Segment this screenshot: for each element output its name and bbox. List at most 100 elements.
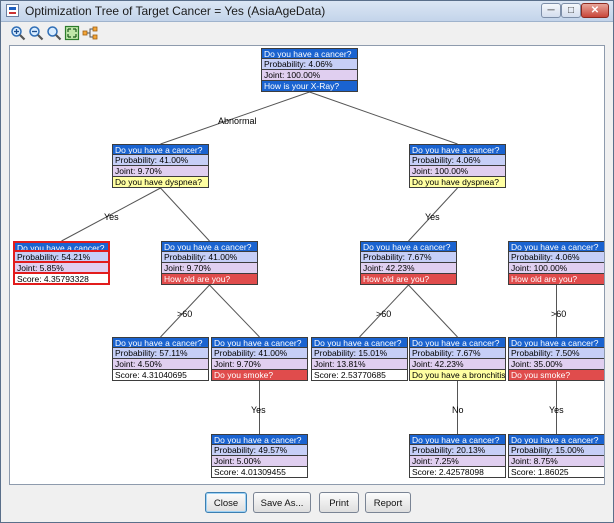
toolbar bbox=[1, 22, 613, 46]
tree-node[interactable]: Do you have a cancer?Probability: 15.00%… bbox=[508, 434, 604, 478]
node-joint: Joint: 5.85% bbox=[13, 263, 110, 274]
node-question: Do you have a cancer? bbox=[409, 144, 506, 155]
node-next-question: Do you have dyspnea? bbox=[112, 177, 209, 188]
tree-node[interactable]: Do you have a cancer?Probability: 41.00%… bbox=[161, 241, 258, 285]
node-next-question: Do you have dyspnea? bbox=[409, 177, 506, 188]
node-joint: Joint: 5.00% bbox=[211, 456, 308, 467]
tree-node[interactable]: Do you have a cancer?Probability: 4.06%J… bbox=[508, 241, 604, 285]
node-question: Do you have a cancer? bbox=[211, 434, 308, 445]
tree-edge bbox=[160, 187, 210, 242]
node-next-question: Do you smoke? bbox=[508, 370, 604, 381]
tree-edge bbox=[209, 284, 260, 338]
node-joint: Joint: 8.75% bbox=[508, 456, 604, 467]
tree-edge bbox=[309, 91, 458, 145]
node-next-question: Score: 4.31040695 bbox=[112, 370, 209, 381]
node-joint: Joint: 35.00% bbox=[508, 359, 604, 370]
node-next-question: How old are you? bbox=[161, 274, 258, 285]
minimize-button[interactable]: ─ bbox=[541, 3, 561, 18]
node-probability: Probability: 41.00% bbox=[161, 252, 258, 263]
node-probability: Probability: 41.00% bbox=[112, 155, 209, 166]
fit-window-icon[interactable] bbox=[64, 25, 80, 41]
tree-layout-icon[interactable] bbox=[82, 25, 98, 41]
edge-label: >60 bbox=[376, 309, 392, 319]
node-joint: Joint: 9.70% bbox=[211, 359, 308, 370]
node-probability: Probability: 20.13% bbox=[409, 445, 506, 456]
edge-label: >60 bbox=[177, 309, 193, 319]
node-probability: Probability: 49.57% bbox=[211, 445, 308, 456]
node-joint: Joint: 4.50% bbox=[112, 359, 209, 370]
node-question: Do you have a cancer? bbox=[261, 48, 358, 59]
node-probability: Probability: 7.67% bbox=[409, 348, 506, 359]
tree-node[interactable]: Do you have a cancer?Probability: 20.13%… bbox=[409, 434, 506, 478]
dialog-button-bar: Close Save As... Print Report bbox=[1, 487, 613, 523]
node-joint: Joint: 9.70% bbox=[112, 166, 209, 177]
tree-node[interactable]: Do you have a cancer?Probability: 15.01%… bbox=[311, 337, 408, 381]
minimize-icon: ─ bbox=[547, 5, 555, 16]
tree-node[interactable]: Do you have a cancer?Probability: 57.11%… bbox=[112, 337, 209, 381]
node-next-question: How is your X-Ray? bbox=[261, 81, 358, 92]
node-joint: Joint: 100.00% bbox=[409, 166, 506, 177]
node-next-question: How old are you? bbox=[508, 274, 604, 285]
title-bar[interactable]: Optimization Tree of Target Cancer = Yes… bbox=[1, 1, 613, 22]
node-probability: Probability: 15.00% bbox=[508, 445, 604, 456]
node-question: Do you have a cancer? bbox=[161, 241, 258, 252]
node-next-question: How old are you? bbox=[360, 274, 457, 285]
node-next-question: Score: 4.01309455 bbox=[211, 467, 308, 478]
edge-label: Yes bbox=[251, 405, 266, 415]
node-question: Do you have a cancer? bbox=[211, 337, 308, 348]
node-probability: Probability: 4.06% bbox=[508, 252, 604, 263]
tree-edge bbox=[408, 187, 458, 242]
close-button[interactable]: Close bbox=[205, 492, 247, 513]
save-as-button[interactable]: Save As... bbox=[253, 492, 311, 513]
tree-node[interactable]: Do you have a cancer?Probability: 4.06%J… bbox=[409, 144, 506, 188]
zoom-out-icon[interactable] bbox=[28, 25, 44, 41]
tree-edge bbox=[408, 284, 458, 338]
edge-label: Yes bbox=[104, 212, 119, 222]
app-icon bbox=[6, 4, 19, 17]
zoom-in-icon[interactable] bbox=[10, 25, 26, 41]
node-joint: Joint: 13.81% bbox=[311, 359, 408, 370]
node-question: Do you have a cancer? bbox=[13, 241, 110, 252]
window-title: Optimization Tree of Target Cancer = Yes… bbox=[25, 4, 326, 18]
close-icon: ✕ bbox=[590, 5, 600, 16]
zoom-reset-icon[interactable] bbox=[46, 25, 62, 41]
edge-label: Yes bbox=[549, 405, 564, 415]
tree-edge bbox=[160, 284, 210, 338]
tree-node[interactable]: Do you have a cancer?Probability: 49.57%… bbox=[211, 434, 308, 478]
tree-node[interactable]: Do you have a cancer?Probability: 54.21%… bbox=[13, 241, 110, 285]
node-question: Do you have a cancer? bbox=[508, 241, 604, 252]
tree-edge bbox=[160, 91, 310, 145]
edge-label: Yes bbox=[425, 212, 440, 222]
tree-node[interactable]: Do you have a cancer?Probability: 7.50%J… bbox=[508, 337, 604, 381]
tree-node[interactable]: Do you have a cancer?Probability: 41.00%… bbox=[211, 337, 308, 381]
tree-node[interactable]: Do you have a cancer?Probability: 7.67%J… bbox=[409, 337, 506, 381]
node-probability: Probability: 57.11% bbox=[112, 348, 209, 359]
node-question: Do you have a cancer? bbox=[360, 241, 457, 252]
node-next-question: Score: 2.53770685 bbox=[311, 370, 408, 381]
print-button[interactable]: Print bbox=[319, 492, 359, 513]
tree-node[interactable]: Do you have a cancer?Probability: 4.06%J… bbox=[261, 48, 358, 92]
edge-label: Abnormal bbox=[218, 116, 257, 126]
maximize-icon: □ bbox=[567, 5, 575, 16]
node-joint: Joint: 100.00% bbox=[508, 263, 604, 274]
maximize-button[interactable]: □ bbox=[561, 3, 581, 18]
node-joint: Joint: 42.23% bbox=[409, 359, 506, 370]
tree-node[interactable]: Do you have a cancer?Probability: 7.67%J… bbox=[360, 241, 457, 285]
close-window-button[interactable]: ✕ bbox=[581, 3, 609, 18]
node-probability: Probability: 41.00% bbox=[211, 348, 308, 359]
node-probability: Probability: 7.67% bbox=[360, 252, 457, 263]
node-joint: Joint: 42.23% bbox=[360, 263, 457, 274]
node-joint: Joint: 9.70% bbox=[161, 263, 258, 274]
node-probability: Probability: 15.01% bbox=[311, 348, 408, 359]
node-question: Do you have a cancer? bbox=[311, 337, 408, 348]
node-next-question: Score: 4.35793328 bbox=[13, 274, 110, 285]
node-question: Do you have a cancer? bbox=[112, 337, 209, 348]
tree-node[interactable]: Do you have a cancer?Probability: 41.00%… bbox=[112, 144, 209, 188]
node-next-question: Do you smoke? bbox=[211, 370, 308, 381]
node-joint: Joint: 100.00% bbox=[261, 70, 358, 81]
node-question: Do you have a cancer? bbox=[112, 144, 209, 155]
node-question: Do you have a cancer? bbox=[508, 337, 604, 348]
report-button[interactable]: Report bbox=[365, 492, 411, 513]
